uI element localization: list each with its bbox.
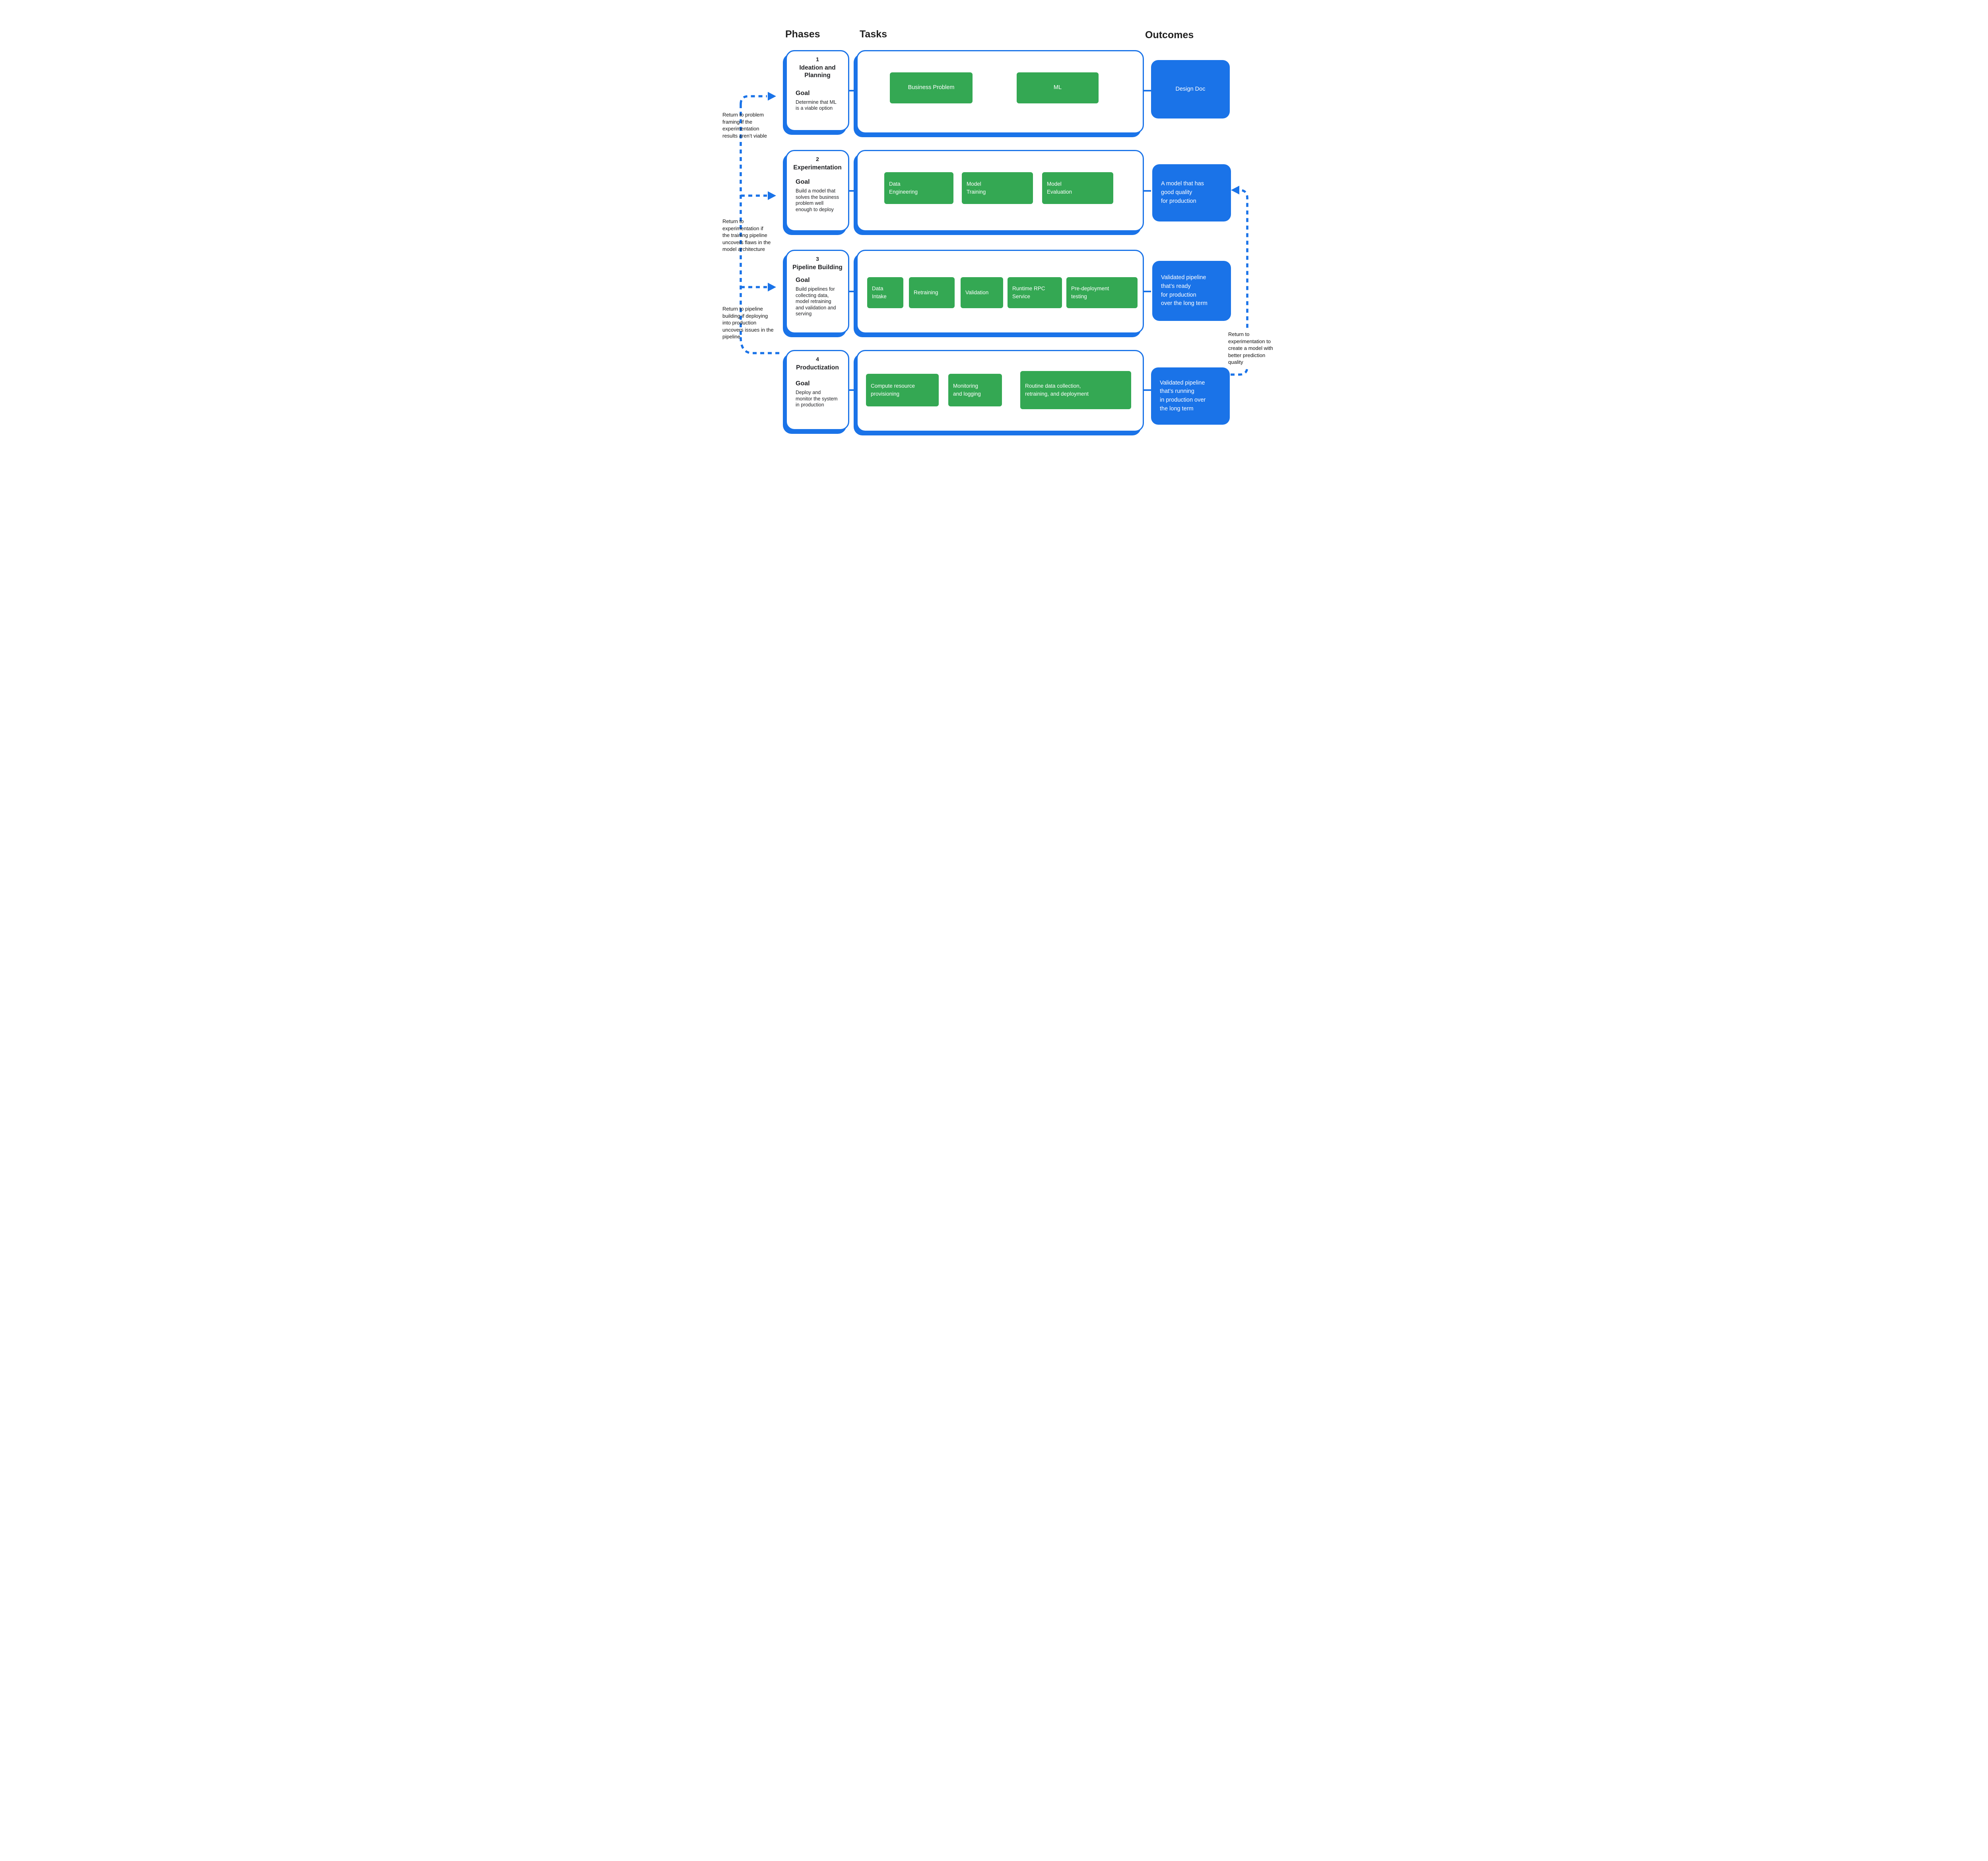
outcome-label: Design Doc — [1175, 85, 1206, 92]
phase-goal-block: Goal Deploy and monitor the system in pr… — [796, 380, 844, 408]
task-label: Retraining — [914, 289, 938, 295]
phase-title: Pipeline Building — [792, 264, 843, 271]
task-label: Runtime RPC Service — [1012, 285, 1045, 299]
outcome-label: A model that has good quality for produc… — [1161, 181, 1204, 204]
phase-number: 3 — [816, 256, 819, 262]
task-monitoring-and-logging: Monitoring and logging — [948, 374, 1002, 406]
outcome-validated-pipeline-running: Validated pipeline that’s running in pro… — [1151, 367, 1230, 425]
phase-card-ideation-planning: 1 Ideation and Planning Goal Determine t… — [786, 50, 849, 131]
task-label: Pre-deployment testing — [1071, 285, 1109, 299]
task-model-training: Model Training — [962, 172, 1033, 204]
goal-label: Goal — [796, 380, 810, 387]
phase-title: Productization — [796, 364, 839, 371]
outcomes-column-header: Outcomes — [1145, 29, 1194, 41]
task-data-intake: Data Intake — [867, 277, 903, 308]
row-connector-lines — [849, 90, 1151, 391]
phase-goal-block: Goal Determine that ML is a viable optio… — [796, 90, 844, 112]
note-return-to-experimentation: Return to experimentation if the trainin… — [722, 218, 771, 253]
phase-card-experimentation: 2 Experimentation Goal Build a model tha… — [786, 150, 849, 231]
tasks-column-header: Tasks — [860, 29, 887, 40]
task-label: Monitoring and logging — [953, 383, 981, 397]
task-label: Business Problem — [908, 84, 955, 91]
task-runtime-rpc-service: Runtime RPC Service — [1008, 277, 1062, 308]
phase-card-pipeline-building: 3 Pipeline Building Goal Build pipelines… — [786, 250, 849, 334]
right-feedback-dotted-path — [1231, 189, 1248, 376]
phase-goal-block: Goal Build a model that solves the busin… — [796, 179, 844, 213]
goal-text: Build pipelines for collecting data, mod… — [796, 286, 836, 317]
note-return-to-problem-framing: Return to problem framing if the experim… — [722, 112, 767, 139]
phase-title: Ideation and Planning — [799, 64, 836, 79]
phases-column-header: Phases — [785, 29, 820, 40]
goal-text: Deploy and monitor the system in product… — [796, 390, 838, 408]
note-return-to-experimentation-quality: Return to experimentation to create a mo… — [1228, 330, 1275, 367]
phase-number: 4 — [816, 356, 819, 362]
phase-number: 1 — [816, 56, 819, 62]
task-validation: Validation — [961, 277, 1003, 308]
task-label: Compute resource provisioning — [871, 383, 915, 397]
task-label: Model Training — [967, 181, 986, 195]
goal-label: Goal — [796, 179, 810, 186]
task-pre-deployment-testing: Pre-deployment testing — [1066, 277, 1138, 308]
goal-label: Goal — [796, 277, 810, 284]
outcome-label: Validated pipeline that’s ready for prod… — [1161, 274, 1208, 307]
phase-card-productization: 4 Productization Goal Deploy and monitor… — [786, 350, 849, 430]
left-feedback-arrowheads — [768, 92, 776, 291]
task-compute-resource-provisioning: Compute resource provisioning — [866, 374, 939, 406]
task-ml: ML — [1017, 72, 1099, 103]
task-retraining: Retraining — [909, 277, 955, 308]
note-return-to-pipeline-building: Return to pipeline building if deploying… — [722, 306, 774, 340]
outcome-design-doc: Design Doc — [1151, 60, 1230, 118]
task-label: Routine data collection, retraining, and… — [1025, 383, 1089, 397]
ml-workflow-diagram: Phases Tasks Outcomes 1 Ideation and Pla… — [712, 0, 1276, 465]
phase-title: Experimentation — [793, 164, 842, 171]
outcome-validated-pipeline-ready: Validated pipeline that’s ready for prod… — [1152, 261, 1231, 321]
task-model-evaluation: Model Evaluation — [1042, 172, 1113, 204]
outcome-label: Validated pipeline that’s running in pro… — [1160, 379, 1206, 412]
right-feedback-arrowhead — [1231, 186, 1239, 194]
phase-goal-block: Goal Build pipelines for collecting data… — [796, 277, 844, 317]
task-label: Validation — [965, 289, 989, 295]
task-data-engineering: Data Engineering — [884, 172, 953, 204]
goal-text: Determine that ML is a viable option — [796, 99, 837, 111]
task-label: Data Intake — [872, 285, 887, 299]
task-business-problem: Business Problem — [890, 72, 973, 103]
outcome-model-good-quality: A model that has good quality for produc… — [1152, 164, 1231, 221]
task-label: ML — [1053, 84, 1062, 91]
left-feedback-dotted-path — [740, 95, 783, 354]
task-label: Data Engineering — [889, 181, 918, 195]
task-label: Model Evaluation — [1047, 181, 1072, 195]
goal-text: Build a model that solves the business p… — [796, 188, 839, 212]
phase-number: 2 — [816, 156, 819, 162]
goal-label: Goal — [796, 89, 810, 97]
task-routine-data-collection: Routine data collection, retraining, and… — [1020, 371, 1131, 409]
